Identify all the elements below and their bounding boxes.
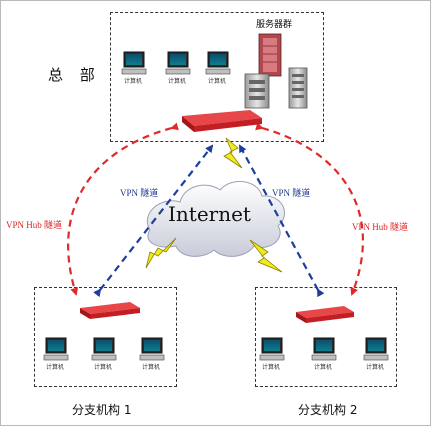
hq-router-icon: [182, 110, 262, 132]
hq-title: 总 部: [48, 66, 101, 84]
branch1-pc-label-3: 计算机: [142, 364, 161, 371]
branch1-title: 分支机构 1: [72, 403, 132, 417]
internet-label: Internet: [168, 202, 251, 226]
server-icon-gray-right: [288, 67, 308, 109]
branch2-pc-label-1: 计算机: [262, 364, 281, 371]
branch1-pc-label-1: 计算机: [46, 364, 65, 371]
vpn-tunnel-right: [239, 144, 325, 298]
lightning-icon-branch1: [145, 237, 177, 269]
vpn-tunnel-left: [93, 144, 214, 298]
vpn-tunnel-right-label: VPN 隧道: [272, 188, 311, 198]
branch2-title: 分支机构 2: [298, 403, 358, 417]
vpn-hub-tunnel-right: [255, 122, 364, 296]
branch2-computer-icon-2: [311, 337, 337, 361]
branch1-router-icon: [80, 302, 140, 319]
lightning-icon-branch2: [249, 239, 283, 273]
vpn-hub-tunnel-left: [67, 122, 179, 296]
hq-pc-label-2: 计算机: [168, 78, 187, 85]
branch1-computer-icon-3: [139, 337, 165, 361]
branch2-computer-icon-1: [259, 337, 285, 361]
lightning-icon-hq: [223, 137, 243, 169]
vpn-hub-tunnel-left-label: VPN Hub 隧道: [6, 220, 63, 230]
branch1-computer-icon-1: [43, 337, 69, 361]
branch2-computer-icon-3: [363, 337, 389, 361]
branch2-pc-label-2: 计算机: [314, 364, 333, 371]
vpn-tunnel-left-label: VPN 隧道: [120, 188, 159, 198]
server-icon-gray-left: [244, 73, 270, 109]
branch2-pc-label-3: 计算机: [366, 364, 385, 371]
branch1-computer-icon-2: [91, 337, 117, 361]
hq-computer-icon-3: [205, 51, 231, 75]
server-icon-red: [258, 33, 282, 77]
hq-pc-label-3: 计算机: [208, 78, 227, 85]
headquarters-box: [110, 12, 324, 142]
hq-computer-icon-2: [165, 51, 191, 75]
branch2-router-icon: [296, 306, 354, 323]
vpn-hub-tunnel-right-label: VPN Hub 隧道: [352, 222, 409, 232]
branch1-pc-label-2: 计算机: [94, 364, 113, 371]
server-group-label: 服务器群: [256, 20, 293, 30]
hq-pc-label-1: 计算机: [124, 78, 143, 85]
hq-computer-icon-1: [121, 51, 147, 75]
